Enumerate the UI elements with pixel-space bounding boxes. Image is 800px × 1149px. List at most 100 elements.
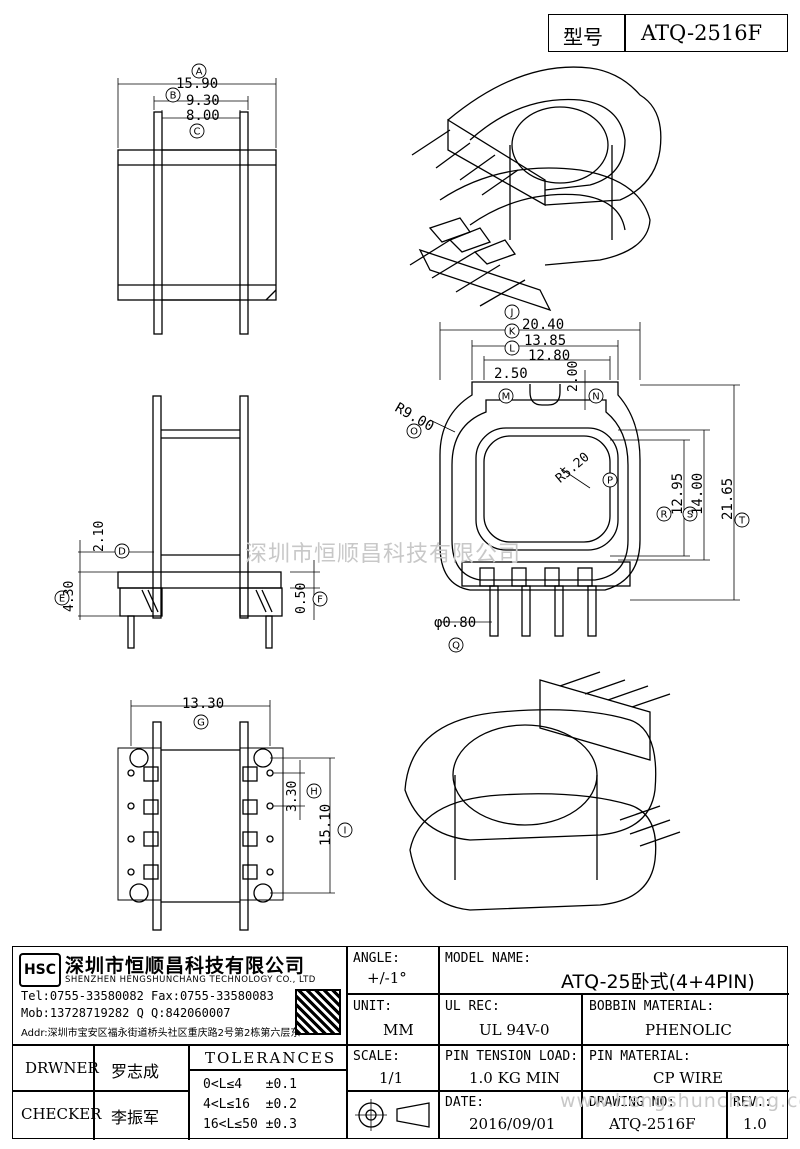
dim-C: 8.00 bbox=[186, 108, 220, 124]
watermark-bottom: www.hengshunchang.com bbox=[560, 1090, 800, 1112]
divider bbox=[346, 993, 789, 995]
divider bbox=[581, 993, 583, 1138]
unit-label: UNIT: bbox=[353, 999, 393, 1014]
divider bbox=[188, 1044, 190, 1140]
dim-A: 15.90 bbox=[176, 76, 219, 92]
drawing-no-value: ATQ-2516F bbox=[609, 1115, 696, 1133]
projection-symbol-icon bbox=[353, 1097, 435, 1137]
tol-row-1: 0<L≤4 ±0.1 bbox=[203, 1077, 297, 1092]
marker-letter: B bbox=[170, 91, 177, 102]
marker-s: S bbox=[682, 506, 698, 522]
marker-c: C bbox=[189, 123, 205, 139]
angle-label: ANGLE: bbox=[353, 951, 400, 966]
pin-tension-label: PIN TENSION LOAD: bbox=[445, 1049, 579, 1064]
marker-letter: C bbox=[194, 127, 201, 138]
dim-B: 9.30 bbox=[186, 93, 220, 109]
bobbin-value: PHENOLIC bbox=[645, 1021, 732, 1039]
marker-letter: H bbox=[310, 787, 318, 798]
model-name-value: ATQ-25卧式(4+4PIN) bbox=[561, 971, 755, 993]
marker-letter: M bbox=[502, 392, 511, 403]
marker-l: L bbox=[504, 340, 520, 356]
tol-row-3: 16<L≤50 ±0.3 bbox=[203, 1117, 297, 1132]
drawer-label: DRWNER bbox=[25, 1059, 99, 1077]
angle-value: +/-1° bbox=[367, 969, 407, 987]
dim-I: 15.10 bbox=[318, 803, 334, 846]
rev-value: 1.0 bbox=[743, 1115, 767, 1133]
watermark-center: 深圳市恒顺昌科技有限公司 bbox=[245, 542, 522, 567]
company-addr: Addr:深圳市宝安区福永街道桥头社区重庆路2号第2栋第六层东 bbox=[21, 1028, 301, 1039]
dim-S: 14.00 bbox=[690, 472, 706, 515]
divider bbox=[93, 1044, 95, 1140]
scale-label: SCALE: bbox=[353, 1049, 400, 1064]
checker-value: 李振军 bbox=[111, 1108, 160, 1127]
dim-G: 13.30 bbox=[182, 696, 225, 712]
marker-letter: A bbox=[196, 67, 203, 78]
marker-r: R bbox=[656, 506, 672, 522]
dim-R: 12.95 bbox=[670, 472, 686, 515]
divider bbox=[346, 1044, 789, 1046]
bobbin-label: BOBBIN MATERIAL: bbox=[589, 999, 715, 1014]
divider bbox=[726, 1090, 728, 1138]
marker-letter: Q bbox=[452, 641, 460, 652]
isometric-view-bottom bbox=[404, 671, 681, 911]
marker-letter: S bbox=[687, 510, 693, 521]
divider bbox=[346, 947, 348, 1138]
marker-p: P bbox=[602, 472, 618, 488]
header-divider bbox=[624, 15, 626, 51]
scale-value: 1/1 bbox=[379, 1069, 404, 1087]
dim-D: 2.10 bbox=[92, 520, 107, 552]
logo-text: HSC bbox=[23, 962, 57, 978]
marker-letter: J bbox=[510, 308, 514, 319]
tol-row-2: 4<L≤16 ±0.2 bbox=[203, 1097, 297, 1112]
dim-F: 0.50 bbox=[294, 582, 309, 614]
marker-n: N bbox=[588, 388, 604, 404]
marker-d: D bbox=[114, 543, 130, 559]
divider bbox=[188, 1069, 346, 1071]
marker-a: A bbox=[191, 63, 207, 79]
marker-o: O bbox=[406, 423, 422, 439]
marker-f: F bbox=[312, 591, 328, 607]
pin-material-value: CP WIRE bbox=[653, 1069, 723, 1087]
dim-L: 13.85 bbox=[524, 333, 567, 349]
marker-letter: T bbox=[738, 516, 746, 527]
dim-K: 20.40 bbox=[522, 317, 565, 333]
marker-letter: G bbox=[197, 718, 205, 729]
pin-tension-value: 1.0 KG MIN bbox=[469, 1069, 560, 1087]
isometric-view-top bbox=[409, 66, 662, 312]
header-box: 型号 ATQ-2516F bbox=[548, 14, 788, 52]
marker-t: T bbox=[734, 512, 750, 528]
checker-label: CHECKER bbox=[21, 1105, 102, 1123]
dim-M: 2.50 bbox=[494, 366, 528, 382]
pin-material-label: PIN MATERIAL: bbox=[589, 1049, 691, 1064]
dim-H: 3.30 bbox=[285, 780, 300, 812]
dim-N: 2.00 bbox=[566, 360, 581, 392]
marker-q: Q bbox=[448, 637, 464, 653]
date-label: DATE: bbox=[445, 1095, 485, 1110]
rev-label: REV.: bbox=[733, 1095, 773, 1110]
side-view bbox=[78, 395, 320, 649]
company-mob-qq: Mob:13728719282 Q Q:842060007 bbox=[21, 1006, 231, 1020]
marker-letter: L bbox=[509, 344, 515, 355]
marker-letter: E bbox=[59, 594, 65, 605]
marker-b: B bbox=[165, 87, 181, 103]
drawer-value: 罗志成 bbox=[111, 1062, 160, 1081]
top-view bbox=[429, 322, 740, 637]
divider bbox=[438, 947, 440, 1138]
divider bbox=[13, 1090, 188, 1092]
dim-L2: 12.80 bbox=[528, 348, 571, 364]
marker-letter: F bbox=[317, 595, 323, 606]
company-logo: HSC bbox=[19, 953, 61, 987]
title-block: HSC 深圳市恒顺昌科技有限公司 SHENZHEN HENGSHUNCHANG … bbox=[12, 946, 789, 1140]
model-code: ATQ-2516F bbox=[641, 21, 763, 45]
tolerances-title: TOLERANCES bbox=[205, 1049, 337, 1067]
marker-letter: O bbox=[410, 427, 418, 438]
model-name-label: MODEL NAME: bbox=[445, 951, 532, 966]
divider bbox=[346, 1090, 789, 1092]
company-name-en: SHENZHEN HENGSHUNCHANG TECHNOLOGY CO., L… bbox=[65, 975, 316, 985]
company-tel-fax: Tel:0755-33580082 Fax:0755-33580083 bbox=[21, 989, 274, 1003]
dim-Q: φ0.80 bbox=[434, 615, 477, 631]
divider bbox=[13, 1044, 346, 1046]
unit-value: MM bbox=[383, 1021, 414, 1039]
company-name-cn: 深圳市恒顺昌科技有限公司 bbox=[65, 955, 306, 977]
